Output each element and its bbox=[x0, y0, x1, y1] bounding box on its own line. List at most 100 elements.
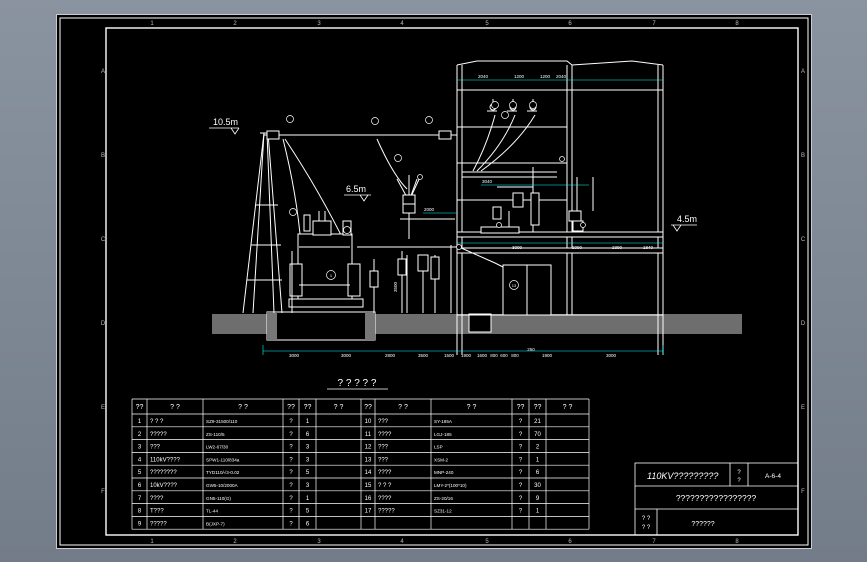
line-drop-1 bbox=[282, 138, 302, 246]
table-cell-name: ????? bbox=[150, 521, 167, 527]
table-cell-name: 110kV???? bbox=[150, 457, 181, 463]
floor-dim: 1840 bbox=[643, 245, 654, 250]
table-cell-qty: 21 bbox=[534, 419, 541, 425]
table-cell-name: ???? bbox=[378, 496, 392, 502]
table-cell-unit: ? bbox=[519, 432, 523, 438]
table-cell-unit: ? bbox=[519, 457, 523, 463]
bottom-dim: 600 bbox=[500, 353, 508, 358]
bubble bbox=[343, 226, 351, 234]
drawing-canvas: 1 2 3 4 5 6 7 8 1 2 3 4 5 6 7 8 A B bbox=[59, 17, 809, 546]
grid-col-label: 3 bbox=[317, 539, 321, 545]
table-cell-qty: 6 bbox=[536, 470, 540, 476]
table-cell-unit: ? bbox=[519, 483, 523, 489]
table-cell-no: 6 bbox=[138, 483, 142, 489]
grid-col-label: 4 bbox=[400, 21, 404, 27]
table-cell-no: 17 bbox=[365, 509, 372, 515]
table-cell-qty: 30 bbox=[534, 483, 541, 489]
table-header: ?? bbox=[304, 404, 312, 411]
table-header: ?? bbox=[517, 404, 525, 411]
reference-bubble-numbers: 1 13 bbox=[330, 273, 517, 288]
pit-wall-left bbox=[267, 312, 277, 340]
title-block bbox=[634, 462, 799, 536]
table-cell-unit: ? bbox=[519, 419, 523, 425]
table-cell-model: SZ9-31500/110 bbox=[206, 419, 238, 424]
title-sign-label: ? ? bbox=[642, 516, 651, 522]
table-cell-unit: ? bbox=[519, 470, 523, 476]
table-cell-qty: 1 bbox=[536, 457, 540, 463]
inner-frame bbox=[105, 27, 799, 536]
upper-dim: 2040 bbox=[556, 74, 567, 79]
grid-col-labels-top: 1 2 3 4 5 6 7 8 bbox=[150, 21, 739, 27]
table-cell-name: ??? bbox=[150, 445, 161, 451]
table-header: ?? bbox=[534, 404, 542, 411]
table-cell-no: 2 bbox=[138, 432, 142, 438]
title-sign-value: ?????? bbox=[691, 521, 714, 528]
table-cell-qty: 2 bbox=[536, 445, 540, 451]
grid-row-label: C bbox=[101, 237, 106, 243]
table-cell-qty: 9 bbox=[536, 496, 540, 502]
table-cell-model: TYD110/√3-0.02 bbox=[206, 470, 240, 475]
elevation-label-1: 10.5m bbox=[213, 117, 238, 127]
bottom-dim: 800 bbox=[511, 353, 519, 358]
bubble bbox=[496, 222, 502, 228]
main-transformer bbox=[288, 211, 364, 308]
grid-col-label: 6 bbox=[568, 539, 572, 545]
upper-dim: 1200 bbox=[540, 74, 551, 79]
table-cell-model: ZS-20/16 bbox=[434, 496, 453, 501]
table-header: ? ? bbox=[398, 404, 408, 411]
table-cell-name: ???? bbox=[150, 496, 164, 502]
table-cell-name: ????? bbox=[150, 432, 167, 438]
table-header: ?? bbox=[364, 404, 372, 411]
table-cell-name: ???? bbox=[378, 470, 392, 476]
table-header: ?? bbox=[136, 404, 144, 411]
grid-row-labels-left: A B C D E F bbox=[101, 69, 106, 495]
substation-section bbox=[212, 60, 742, 355]
table-cell-unit: ? bbox=[519, 509, 523, 515]
dimension-lines bbox=[262, 79, 664, 355]
table-cell-model: SPW1-110/834a bbox=[206, 457, 240, 462]
grid-col-label: 3 bbox=[317, 21, 321, 27]
grid-col-label: 5 bbox=[485, 21, 489, 27]
table-cell-unit: ? bbox=[289, 521, 293, 527]
title-fig-label: ? bbox=[737, 470, 741, 476]
table-cell-unit: ? bbox=[519, 445, 523, 451]
bubble bbox=[417, 174, 423, 180]
table-title: ? ? ? ? ? bbox=[338, 378, 377, 389]
bubble bbox=[501, 111, 509, 119]
upper-dim: 1200 bbox=[514, 74, 525, 79]
table-cell-model: LGJ-185 bbox=[434, 432, 452, 437]
bottom-dim: 1600 bbox=[477, 353, 488, 358]
table-cell-no: 11 bbox=[365, 432, 372, 438]
table-cell-unit: ? bbox=[289, 445, 293, 451]
ground-bus bbox=[480, 226, 520, 234]
table-header: ? ? bbox=[238, 404, 248, 411]
table-cell-no: 1 bbox=[138, 419, 142, 425]
bubble bbox=[456, 244, 462, 250]
outer-frame bbox=[59, 17, 809, 546]
equipment-table: ? ? ? ? ? ??? ?? ?????? ???? ?? ?????? ?… bbox=[131, 378, 590, 530]
elevation-label-2: 6.5m bbox=[346, 184, 366, 194]
bottom-dim: 3500 bbox=[418, 353, 429, 358]
table-cell-unit: ? bbox=[289, 470, 293, 476]
cable-run bbox=[458, 246, 504, 268]
bubble bbox=[491, 101, 499, 109]
grid-col-label: 2 bbox=[233, 539, 237, 545]
title-fig-label2: ? bbox=[737, 478, 741, 484]
bubble-number: 1 bbox=[330, 273, 333, 278]
table-cell-qty: 3 bbox=[306, 483, 310, 489]
table-cell-name: ? ? ? bbox=[378, 483, 392, 489]
dimension-texts: 2040 1200 1200 2040 2000 3040 3000 2090 … bbox=[289, 74, 654, 358]
table-cell-name: ??? bbox=[378, 445, 389, 451]
table-cell-unit: ? bbox=[289, 483, 293, 489]
outdoor-apparatus bbox=[357, 245, 461, 313]
table-grid bbox=[131, 398, 590, 530]
bottom-dim: 3000 bbox=[289, 353, 300, 358]
table-cell-no: 3 bbox=[138, 445, 142, 451]
grid-col-label: 5 bbox=[485, 539, 489, 545]
grid-row-label: B bbox=[801, 153, 805, 159]
bottom-dim: 1900 bbox=[461, 353, 472, 358]
table-cell-unit: ? bbox=[289, 432, 293, 438]
table-cell-model: TL-44 bbox=[206, 509, 218, 514]
bottom-dim: 1500 bbox=[444, 353, 455, 358]
table-cell-qty: 6 bbox=[306, 432, 310, 438]
